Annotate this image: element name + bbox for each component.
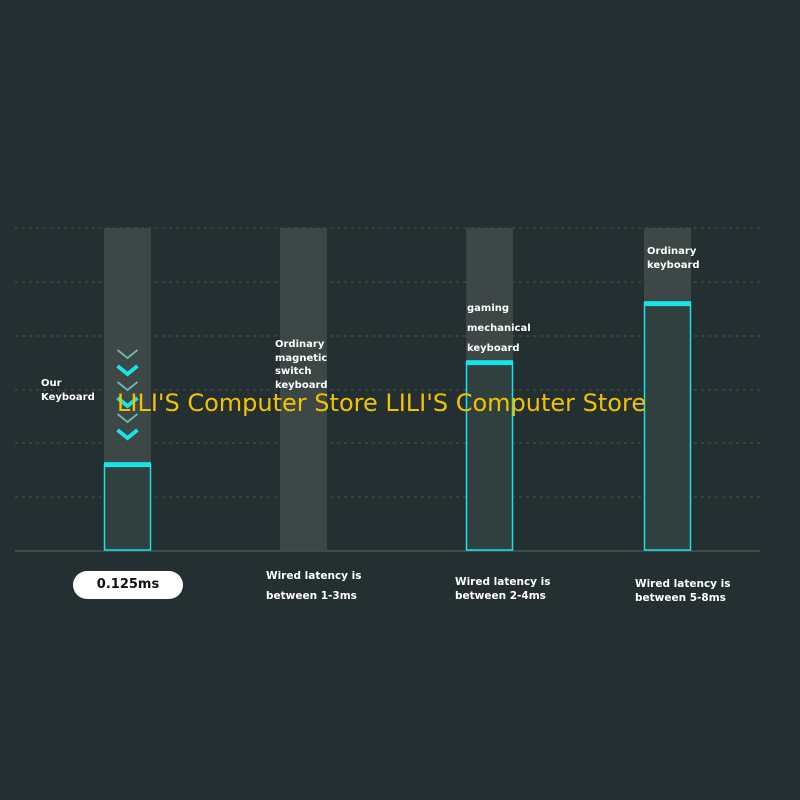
column-bg-1 bbox=[280, 228, 327, 550]
bar-2 bbox=[465, 361, 514, 551]
label-gaming-keyboard: gaming mechanical keyboard bbox=[467, 303, 531, 354]
chevron-down-icon bbox=[116, 428, 139, 441]
label-magnetic-keyboard: Ordinary magnetic switch keyboard bbox=[275, 339, 328, 391]
latency-note-magnetic: Wired latency is between 1-3ms bbox=[266, 570, 362, 602]
chevron-down-icon bbox=[116, 364, 139, 377]
label-ordinary-keyboard: Ordinary keyboard bbox=[647, 246, 700, 271]
bar-cap-0 bbox=[104, 462, 151, 468]
bar-cap-3 bbox=[644, 301, 691, 307]
chevron-down-icon bbox=[116, 349, 139, 360]
label-our-keyboard: Our Keyboard bbox=[41, 378, 95, 403]
bar-0 bbox=[103, 463, 152, 551]
watermark-text: LILI'S Computer Store LILI'S Computer St… bbox=[117, 389, 647, 417]
chevron-down-icon bbox=[116, 396, 139, 409]
latency-note-ordinary: Wired latency is between 5-8ms bbox=[635, 578, 731, 604]
chevron-down-icon bbox=[116, 413, 139, 424]
bar-3 bbox=[643, 302, 692, 551]
value-badge: 0.125ms bbox=[73, 571, 183, 599]
bar-cap-2 bbox=[466, 360, 513, 366]
chevron-down-icon bbox=[116, 381, 139, 392]
latency-note-gaming: Wired latency is between 2-4ms bbox=[455, 576, 551, 602]
